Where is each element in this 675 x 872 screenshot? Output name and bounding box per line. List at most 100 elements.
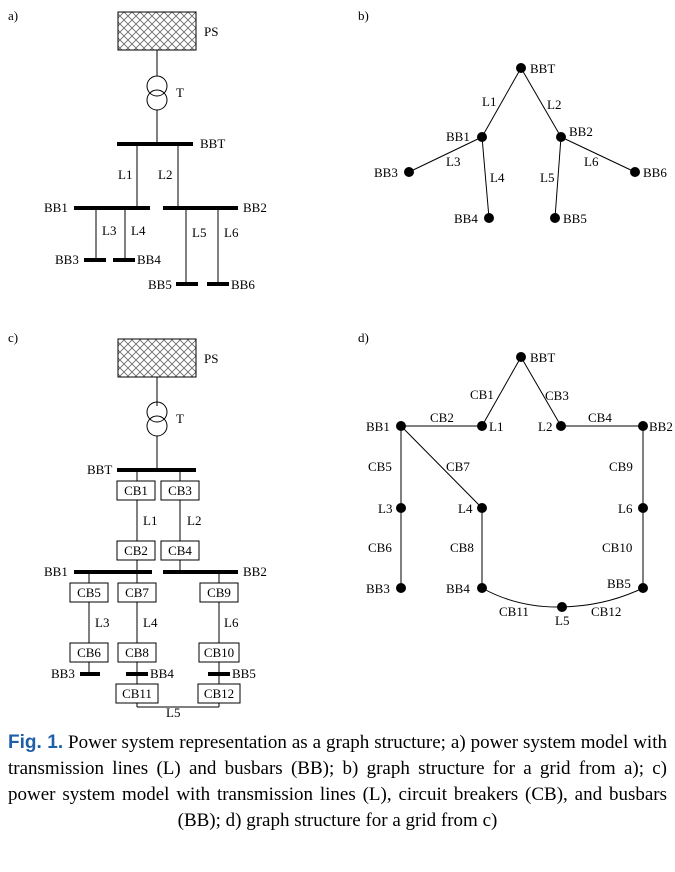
transformer-winding-top	[146, 75, 168, 97]
busbar-bb3-label: BB3	[55, 252, 79, 267]
node-l2-label-d: L2	[538, 419, 552, 434]
breaker-cb7: CB7	[117, 582, 157, 603]
edge-cb10-label: CB10	[602, 540, 632, 555]
edge-l3-label: L3	[446, 154, 460, 169]
breaker-cb1: CB1	[116, 480, 156, 501]
busbar-bb5-label-c: BB5	[232, 666, 256, 681]
breaker-cb12-label: CB12	[204, 686, 234, 701]
busbar-bb3-label-c: BB3	[51, 666, 75, 681]
edge-l3	[408, 136, 483, 173]
node-l3-d	[396, 503, 406, 513]
busbar-bb5-label: BB5	[148, 277, 172, 292]
line-l4-label: L4	[131, 223, 146, 238]
node-l4-d	[477, 503, 487, 513]
node-l6-label-d: L6	[618, 501, 633, 516]
breaker-cb10: CB10	[198, 642, 240, 663]
breaker-cb11: CB11	[115, 683, 159, 704]
line-l6-label: L6	[224, 225, 239, 240]
power-source-box-c	[117, 338, 197, 378]
power-source-box	[117, 11, 197, 51]
breaker-cb11-label: CB11	[122, 686, 152, 701]
busbar-bb4-label: BB4	[137, 252, 161, 267]
node-l1-d	[477, 421, 487, 431]
node-bb3-d	[396, 583, 406, 593]
node-bb2	[556, 132, 566, 142]
edge-cb5-label: CB5	[368, 459, 392, 474]
panel-a-tag: a)	[8, 8, 18, 23]
node-bb5-d	[638, 583, 648, 593]
node-bb5-label-d: BB5	[607, 576, 631, 591]
breaker-cb4: CB4	[160, 540, 200, 561]
edge-l5	[554, 136, 562, 219]
edge-cb3-label: CB3	[545, 388, 569, 403]
busbar-bb6-label: BB6	[231, 277, 255, 292]
node-bb1-d	[396, 421, 406, 431]
edge-cb1-label: CB1	[470, 387, 494, 402]
breaker-cb2: CB2	[116, 540, 156, 561]
node-bbt	[516, 63, 526, 73]
node-bb1-label: BB1	[446, 129, 470, 144]
edge-cb7	[400, 425, 483, 509]
edge-cb2-label: CB2	[430, 410, 454, 425]
edge-l2-label: L2	[547, 97, 561, 112]
node-bb4-label: BB4	[454, 211, 478, 226]
busbar-bb4-label-c: BB4	[150, 666, 174, 681]
breaker-cb8-label: CB8	[125, 645, 149, 660]
breaker-cb3-label: CB3	[168, 483, 192, 498]
breaker-cb9: CB9	[199, 582, 239, 603]
edge-l6-label: L6	[584, 154, 599, 169]
transformer-label-c: T	[176, 411, 184, 426]
node-bb2-d	[638, 421, 648, 431]
node-l2-d	[556, 421, 566, 431]
node-bbt-label: BBT	[530, 61, 555, 76]
node-bbt-d	[516, 352, 526, 362]
node-bb2-label-d: BB2	[649, 419, 673, 434]
line-l3-label-c: L3	[95, 615, 109, 630]
breaker-cb3: CB3	[160, 480, 200, 501]
edge-cb9-label: CB9	[609, 459, 633, 474]
breaker-cb9-label: CB9	[207, 585, 231, 600]
edge-l1	[481, 67, 522, 138]
busbar-bb1-label: BB1	[44, 200, 68, 215]
breaker-cb6: CB6	[69, 642, 109, 663]
panel-b: b) L1 L2 L3 L4 L5 L6 BBT BB1 BB2 BB3 BB4…	[358, 8, 667, 226]
line-l4-label-c: L4	[143, 615, 158, 630]
node-l5-label-d: L5	[555, 613, 569, 628]
node-bb4	[484, 213, 494, 223]
breaker-cb6-label: CB6	[77, 645, 101, 660]
transformer-winding-bottom-c	[146, 415, 168, 437]
caption-lead: Fig. 1.	[8, 732, 64, 753]
edge-cb1	[481, 356, 522, 427]
breaker-cb4-label: CB4	[168, 543, 192, 558]
node-bb4-label-d: BB4	[446, 581, 470, 596]
edge-cb6-label: CB6	[368, 540, 392, 555]
node-bb3-label-d: BB3	[366, 581, 390, 596]
edge-cb12	[561, 587, 644, 608]
node-l6-d	[638, 503, 648, 513]
panel-a: a) PS T BBT L1 L2 BB1 BB2 L3 L4 L5 L6 BB…	[8, 8, 267, 292]
line-l5-label: L5	[192, 225, 206, 240]
panel-d-tag: d)	[358, 330, 369, 345]
node-bb1	[477, 132, 487, 142]
panel-b-tag: b)	[358, 8, 369, 23]
edge-cb7-label: CB7	[446, 459, 470, 474]
node-bb4-d	[477, 583, 487, 593]
node-bb2-label: BB2	[569, 124, 593, 139]
breaker-cb8: CB8	[117, 642, 157, 663]
panel-d: d) CB1 CB3 CB2 CB4 CB5 CB7 CB9 CB6 CB8 C…	[358, 330, 673, 628]
figure-caption: Fig. 1. Power system representation as a…	[8, 730, 667, 834]
node-bb1-label-d: BB1	[366, 419, 390, 434]
edge-l6	[560, 136, 636, 173]
busbar-bbt-label: BBT	[200, 136, 225, 151]
figure: a) PS T BBT L1 L2 BB1 BB2 L3 L4 L5 L6 BB…	[8, 8, 673, 720]
breaker-cb10-label: CB10	[204, 645, 234, 660]
transformer-winding-bottom	[146, 89, 168, 111]
node-l1-label-d: L1	[489, 419, 503, 434]
edge-l1-label: L1	[482, 94, 496, 109]
breaker-cb12: CB12	[197, 683, 241, 704]
edge-cb11	[481, 587, 563, 608]
node-bb6-label: BB6	[643, 165, 667, 180]
node-l4-label-d: L4	[458, 501, 473, 516]
edge-cb4-label: CB4	[588, 410, 612, 425]
edge-l2	[520, 67, 562, 138]
